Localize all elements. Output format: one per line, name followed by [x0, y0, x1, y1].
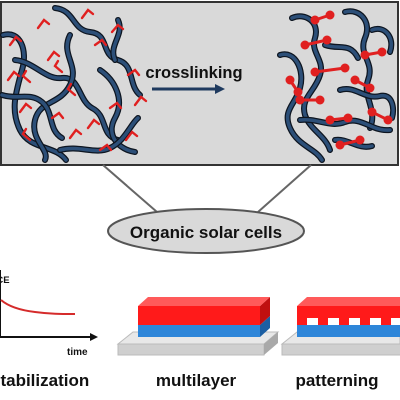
- polymer-chain: [0, 93, 64, 140]
- patterning-label: patterning: [295, 371, 378, 390]
- y-axis-label: PCE: [0, 275, 10, 286]
- uncrosslinked-network: [0, 5, 143, 163]
- pendant-group: [124, 130, 139, 142]
- crosslink-node: [310, 15, 320, 25]
- panel-background: [0, 1, 399, 166]
- pendant-group: [133, 95, 148, 107]
- pendant-group: [18, 102, 33, 114]
- stabilization-label: stabilization: [0, 371, 89, 390]
- pendant-crosslinker-groups: [6, 8, 148, 152]
- crosslink-node: [295, 95, 305, 105]
- crosslink-node: [325, 115, 335, 125]
- pendant-group: [8, 35, 23, 47]
- pendant-group: [86, 118, 101, 130]
- crosslinking-arrow: crosslinking: [145, 64, 243, 94]
- crosslink-node: [383, 115, 393, 125]
- crosslink-node: [360, 50, 370, 60]
- crosslink-node: [355, 135, 365, 145]
- x-axis-label: time: [67, 347, 88, 358]
- pendant-group: [6, 70, 21, 82]
- crosslink-node: [310, 67, 320, 77]
- crosslink-node: [300, 40, 310, 50]
- crosslink-node: [322, 35, 332, 45]
- polymer-chain: [298, 118, 392, 132]
- polymer-chain: [98, 68, 137, 154]
- pendant-group: [66, 82, 77, 97]
- pendant-group: [80, 8, 95, 20]
- crosslink-node: [343, 113, 353, 123]
- crosslink-node: [377, 47, 387, 57]
- pendant-group: [36, 18, 51, 30]
- organic-solar-cells-node: Organic solar cells: [107, 208, 305, 254]
- zoom-lines: [102, 164, 312, 213]
- crosslink-node: [325, 10, 335, 20]
- pendant-group: [50, 111, 65, 120]
- polymer-chain: [13, 58, 120, 142]
- organic-solar-cells-label: Organic solar cells: [130, 223, 282, 242]
- pendant-group: [53, 59, 64, 74]
- stabilization-plot: PCE time: [0, 270, 98, 358]
- polymer-chain: [323, 43, 360, 60]
- multilayer-stack: [116, 297, 280, 356]
- crosslinked-network: [277, 8, 397, 163]
- crosslink-node: [367, 107, 377, 117]
- crosslinking-label: crosslinking: [145, 64, 242, 82]
- crosslink-node: [335, 140, 345, 150]
- polymer-network-panel: [0, 1, 399, 166]
- crosslink-node: [285, 75, 295, 85]
- pce-curve: [0, 299, 76, 315]
- crosslink-node: [350, 75, 360, 85]
- polymer-chain: [111, 18, 122, 62]
- multilayer-label: multilayer: [156, 371, 237, 390]
- pendant-group: [126, 68, 141, 77]
- patterning-stack: [280, 297, 400, 356]
- crosslink-node: [365, 83, 375, 93]
- pendant-group: [68, 128, 83, 140]
- pendant-group: [21, 69, 32, 84]
- polymer-chain: [290, 14, 332, 152]
- polymer-chain: [370, 27, 393, 54]
- crosslink-node: [315, 95, 325, 105]
- crosslink-node: [340, 63, 350, 73]
- polymer-chain: [338, 87, 395, 120]
- crosslink-node: [293, 87, 303, 97]
- pendant-group: [108, 101, 123, 110]
- pendant-group: [46, 50, 61, 62]
- polymer-chain: [278, 52, 324, 162]
- polymer-chain: [333, 138, 374, 149]
- crosslink-bond: [314, 66, 346, 74]
- pendant-group: [93, 38, 108, 47]
- pendant-group: [98, 143, 113, 152]
- pendant-group: [110, 23, 125, 34]
- polymer-chain: [32, 33, 75, 162]
- pendant-group: [21, 127, 32, 142]
- crosslink-bridges: [285, 10, 393, 150]
